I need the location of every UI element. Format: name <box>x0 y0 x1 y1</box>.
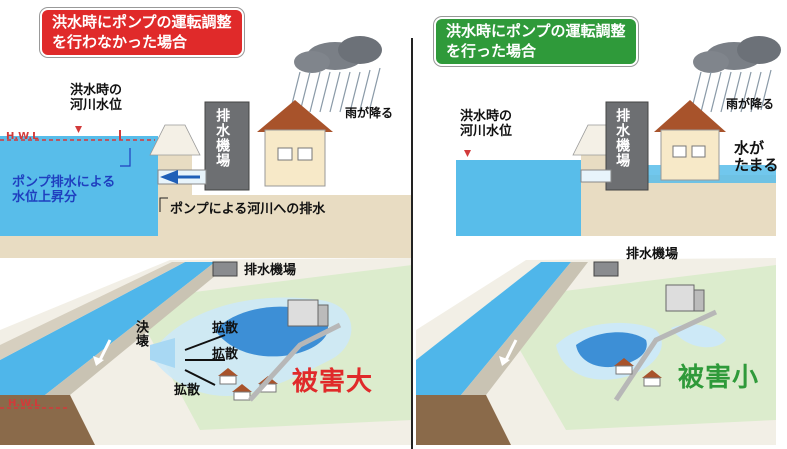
flood-pool-small <box>576 332 647 368</box>
river-water <box>456 160 581 236</box>
flood-river-level-label: 洪水時の 河川水位 <box>70 83 123 114</box>
pooling-line1: 水が <box>734 139 765 157</box>
pump-station-building <box>204 101 250 191</box>
pump-station-bottom-label: 排水機場 <box>244 263 297 278</box>
rise-line1: ポンプ排水による <box>12 175 116 190</box>
river-channel <box>416 262 571 395</box>
spread-label-1: 拡散 <box>212 321 239 336</box>
pump-station-label: 排水機場 <box>214 108 231 168</box>
apartment-building-icon <box>287 299 329 327</box>
title-left-line1: 洪水時にポンプの運転調整 <box>52 13 232 31</box>
title-left: 洪水時にポンプの運転調整 を行わなかった場合 <box>40 8 244 57</box>
title-right: 洪水時にポンプの運転調整 を行った場合 <box>434 17 638 66</box>
pump-station-bottom-label: 排水機場 <box>626 247 679 262</box>
title-right-line1: 洪水時にポンプの運転調整 <box>446 22 626 40</box>
levee <box>149 124 201 156</box>
river-channel <box>0 262 215 395</box>
house-icon <box>257 100 333 187</box>
flood-level-line2: 河川水位 <box>460 123 513 139</box>
houses-icon <box>614 358 662 378</box>
pump-station-label: 排水機場 <box>614 108 631 168</box>
right-illustration <box>416 36 781 445</box>
rain-label: 雨が降る <box>345 106 394 120</box>
house-icon <box>654 100 726 181</box>
damage-small-label: 被害小 <box>678 363 760 393</box>
pooling-line2: たまる <box>734 156 779 175</box>
flood-level-line1: 洪水時の <box>70 83 123 98</box>
breach-label: 決壊 <box>132 320 148 348</box>
spread-label-3: 拡散 <box>174 383 201 398</box>
damage-large-label: 被害大 <box>292 367 374 397</box>
flood-level-line2: 河川水位 <box>70 97 123 113</box>
flood-river-level-label: 洪水時の 河川水位 <box>460 109 513 140</box>
hwl-label: H.W.L <box>6 131 39 142</box>
river-water <box>0 136 158 236</box>
water-pooling-label: 水が たまる <box>734 139 779 175</box>
panel-without-pump-adjustment: 洪水時にポンプの運転調整 を行わなかった場合 洪水時の 河川水位 H.W.L 排… <box>0 8 412 445</box>
flood-level-line1: 洪水時の <box>460 109 513 124</box>
pump-station-building <box>605 101 649 191</box>
spread-label-2: 拡散 <box>212 347 239 362</box>
title-left-line2: を行わなかった場合 <box>52 33 188 52</box>
rain-label: 雨が降る <box>726 97 775 111</box>
panel-divider <box>411 38 413 449</box>
apartment-building-icon <box>665 284 705 312</box>
left-illustration <box>0 36 412 445</box>
title-right-line2: を行った場合 <box>446 42 537 61</box>
pump-drain-rise-label: ポンプ排水による 水位上昇分 <box>12 175 116 206</box>
rain-cloud-icon <box>289 36 382 113</box>
rain-cloud-icon <box>690 36 781 113</box>
rise-line2: 水位上昇分 <box>12 189 78 205</box>
drain-caption: ポンプによる河川への排水 <box>170 202 326 217</box>
hwl-bottom-label: H.W.L <box>8 398 41 409</box>
panel-with-pump-adjustment: 洪水時にポンプの運転調整 を行った場合 洪水時の 河川水位 排水機場 雨が降る … <box>416 0 787 449</box>
